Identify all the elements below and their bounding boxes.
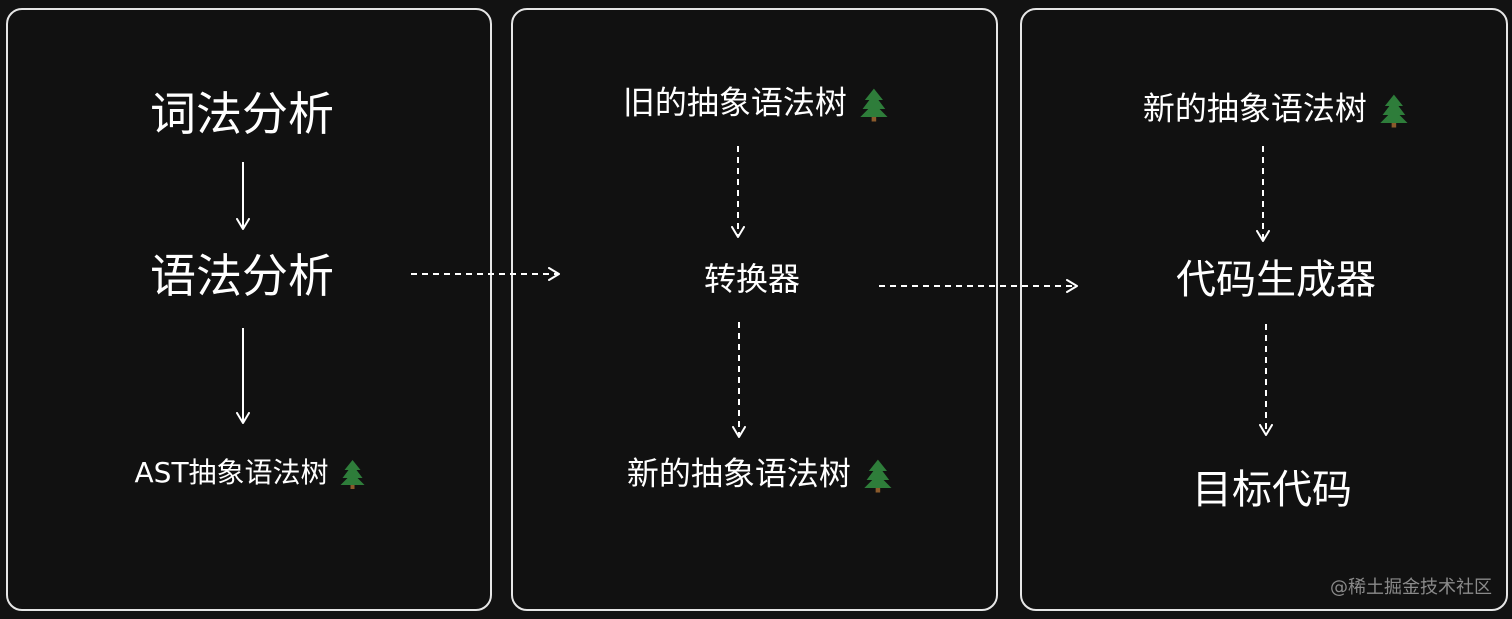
evergreen-tree-icon — [860, 88, 888, 122]
evergreen-tree-icon — [864, 459, 892, 493]
transformer-label: 转换器 — [703, 260, 801, 298]
evergreen-tree-icon — [1380, 94, 1408, 128]
new-ast-input-label: 新的抽象语法树 — [1143, 93, 1409, 128]
transformer-panel — [511, 8, 998, 611]
lexical-analysis-label: 词法分析 — [150, 87, 334, 141]
target-code-label: 目标代码 — [1192, 467, 1352, 513]
new-ast-label: 新的抽象语法树 — [627, 458, 893, 493]
evergreen-tree-icon — [340, 460, 365, 489]
code-generator-panel — [1020, 8, 1508, 611]
watermark: @稀土掘金技术社区 — [1330, 577, 1492, 598]
syntax-analysis-label: 语法分析 — [150, 249, 334, 303]
ast-label: AST抽象语法树 — [135, 459, 366, 489]
code-generator-label: 代码生成器 — [1176, 257, 1376, 303]
lexer-parser-panel — [6, 8, 492, 611]
old-ast-label: 旧的抽象语法树 — [623, 87, 889, 122]
